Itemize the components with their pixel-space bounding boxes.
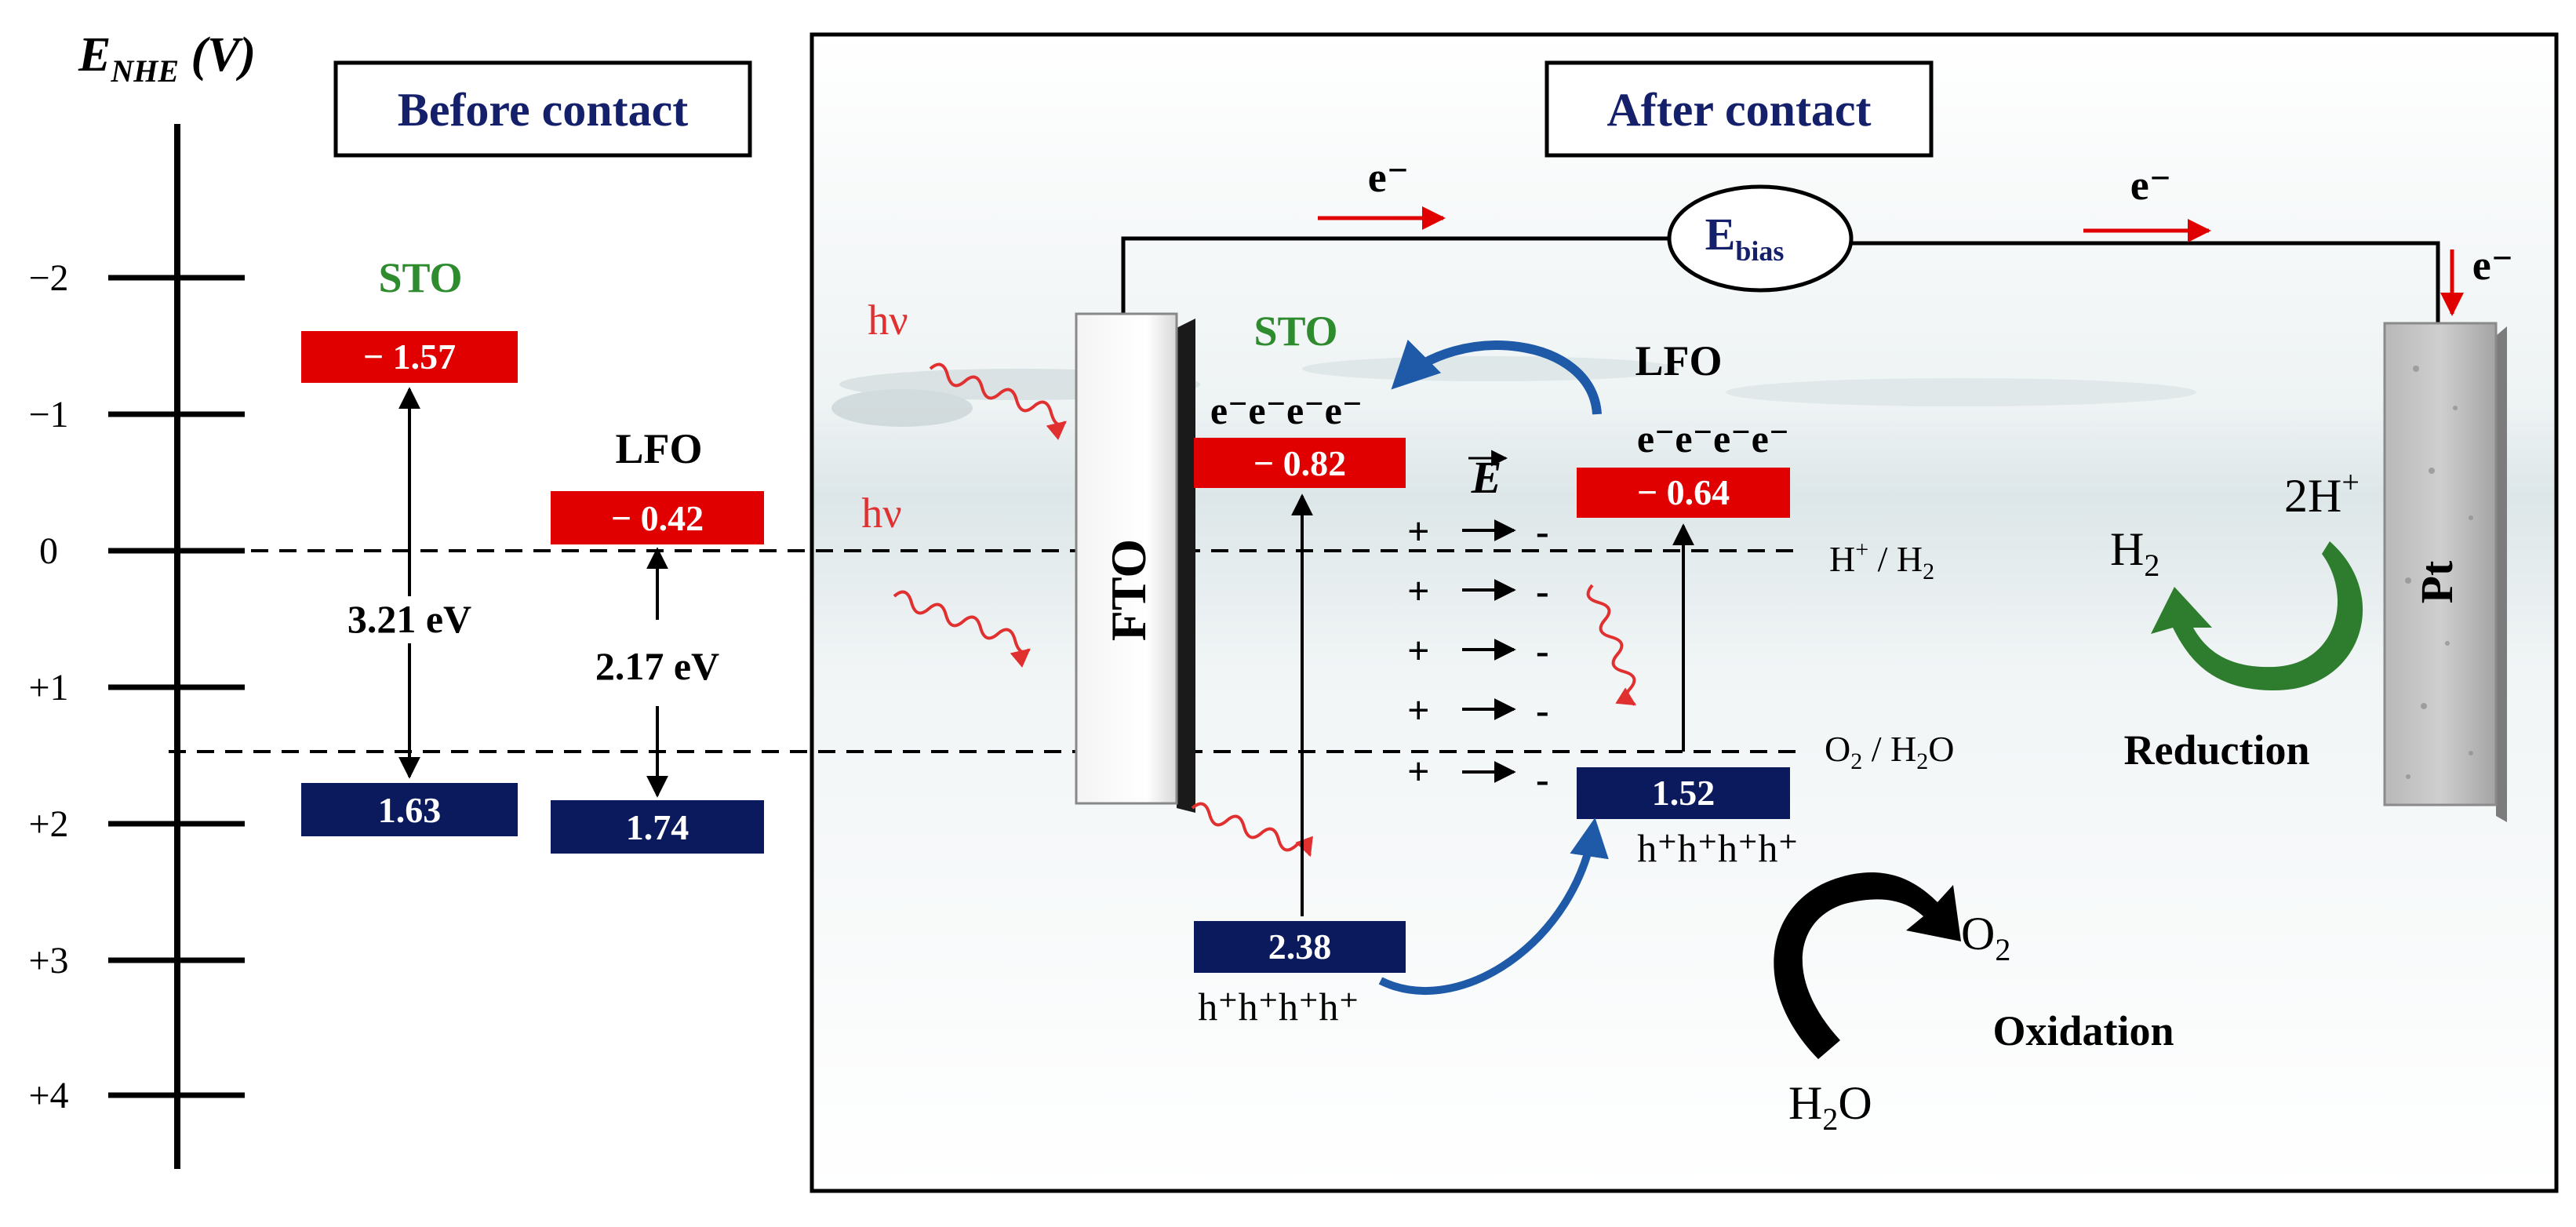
sto-cb-box-before — [301, 331, 518, 383]
pt-electrode — [2383, 322, 2498, 806]
sto-vb-after: 2.38 — [1268, 927, 1332, 967]
minus-charge: - — [1536, 569, 1549, 613]
tick-label: 0 — [39, 530, 58, 572]
minus-charge: - — [1536, 509, 1549, 553]
lfo-cb-box-after — [1577, 468, 1790, 518]
tick-label: −1 — [28, 394, 68, 435]
axis-ticks — [108, 275, 245, 1098]
sto-vb-box-after — [1194, 921, 1406, 973]
lfo-vb-box-after — [1577, 767, 1790, 819]
reduction-arrow — [2151, 541, 2363, 690]
sto-electrons-after: e⁻e⁻e⁻e⁻ — [1210, 388, 1363, 432]
sto-vb-box-before — [301, 783, 518, 836]
sto-holes-after: h⁺h⁺h⁺h⁺ — [1198, 985, 1359, 1029]
axis-tick-labels: −2 −1 0 +1 +2 +3 +4 — [28, 257, 68, 1116]
sto-label-before: STO — [378, 254, 462, 301]
axis-label: ENHE (V) — [78, 28, 256, 89]
lfo-cb-box-before — [551, 491, 764, 544]
h2-product: H2 — [2110, 523, 2159, 583]
electron-top-left: e⁻ — [1368, 154, 1409, 201]
hole-transfer-arrow — [1378, 817, 1609, 996]
pt-electrode-side — [2496, 326, 2507, 822]
plus-charge: + — [1407, 749, 1430, 793]
electron-right: e⁻ — [2472, 242, 2513, 289]
lfo-vb-after: 1.52 — [1652, 773, 1716, 813]
plus-charge: + — [1407, 569, 1430, 613]
lfo-vb-box-before — [551, 800, 764, 854]
photon-label-1: hν — [868, 297, 908, 344]
tick-label: +1 — [28, 667, 68, 708]
tick-label: +3 — [28, 940, 68, 981]
sto-cb-before: − 1.57 — [363, 337, 456, 377]
sto-label-after: STO — [1253, 308, 1337, 355]
proton-reactant: 2H+ — [2284, 464, 2360, 522]
photon-wave-1 — [929, 362, 1067, 441]
lfo-label-after: LFO — [1635, 337, 1722, 384]
lfo-vb-before: 1.74 — [626, 807, 689, 847]
fto-electrode-side — [1177, 319, 1195, 813]
plus-charge: + — [1407, 628, 1430, 672]
minus-charge: - — [1536, 757, 1549, 801]
tick-label: −2 — [28, 257, 68, 299]
sto-gap-before: 3.21 eV — [347, 597, 471, 641]
h-couple-label: H+ / H2 — [1829, 537, 1934, 584]
plus-charge: + — [1407, 688, 1430, 732]
lfo-holes-after: h⁺h⁺h⁺h⁺ — [1637, 826, 1799, 870]
field-label: E — [1471, 452, 1502, 503]
ebias-label: Ebias — [1705, 209, 1785, 267]
photon-label-2: hν — [861, 490, 901, 537]
tick-label: +2 — [28, 803, 68, 845]
circuit-wire — [1121, 236, 1671, 317]
photon-wave-3 — [1191, 802, 1313, 857]
photon-wave-4 — [1586, 584, 1637, 706]
reduction-label: Reduction — [2123, 726, 2309, 774]
minus-charge: - — [1536, 688, 1549, 732]
before-title-box — [333, 60, 752, 158]
fto-label: FTO — [1101, 539, 1156, 641]
lfo-gap-before: 2.17 eV — [595, 644, 719, 688]
pt-texture — [2405, 366, 2473, 779]
pt-label: Pt — [2411, 560, 2462, 603]
o2-product: O2 — [1961, 908, 2010, 967]
sto-vb-before: 1.63 — [378, 790, 442, 830]
oxidation-label: Oxidation — [1992, 1007, 2174, 1054]
o-couple-label: O2 / H2O — [1825, 729, 1954, 774]
photon-wave-2 — [893, 590, 1031, 668]
ebias-circle — [1667, 184, 1854, 293]
field-charges: + + + + + - - - - - — [1407, 509, 1549, 801]
lfo-label-before: LFO — [615, 425, 702, 472]
sto-cb-box-after — [1194, 438, 1406, 488]
after-title-box — [1545, 60, 1934, 158]
before-title: Before contact — [398, 84, 688, 136]
lfo-cb-before: − 0.42 — [611, 498, 704, 538]
tick-label: +4 — [28, 1075, 68, 1116]
fto-electrode — [1075, 312, 1178, 805]
sto-cb-after: − 0.82 — [1253, 443, 1346, 483]
field-arrows — [1462, 519, 1516, 783]
circuit-wire-right — [1851, 241, 2440, 330]
after-title: After contact — [1606, 84, 1871, 136]
electron-transfer-arrow — [1391, 339, 1602, 415]
plus-charge: + — [1407, 509, 1430, 553]
lfo-cb-after: − 0.64 — [1637, 472, 1730, 512]
h2o-reactant: H2O — [1788, 1077, 1872, 1137]
electron-top-right: e⁻ — [2130, 162, 2171, 209]
minus-charge: - — [1536, 628, 1549, 672]
lfo-electrons-after: e⁻e⁻e⁻e⁻ — [1637, 417, 1789, 461]
